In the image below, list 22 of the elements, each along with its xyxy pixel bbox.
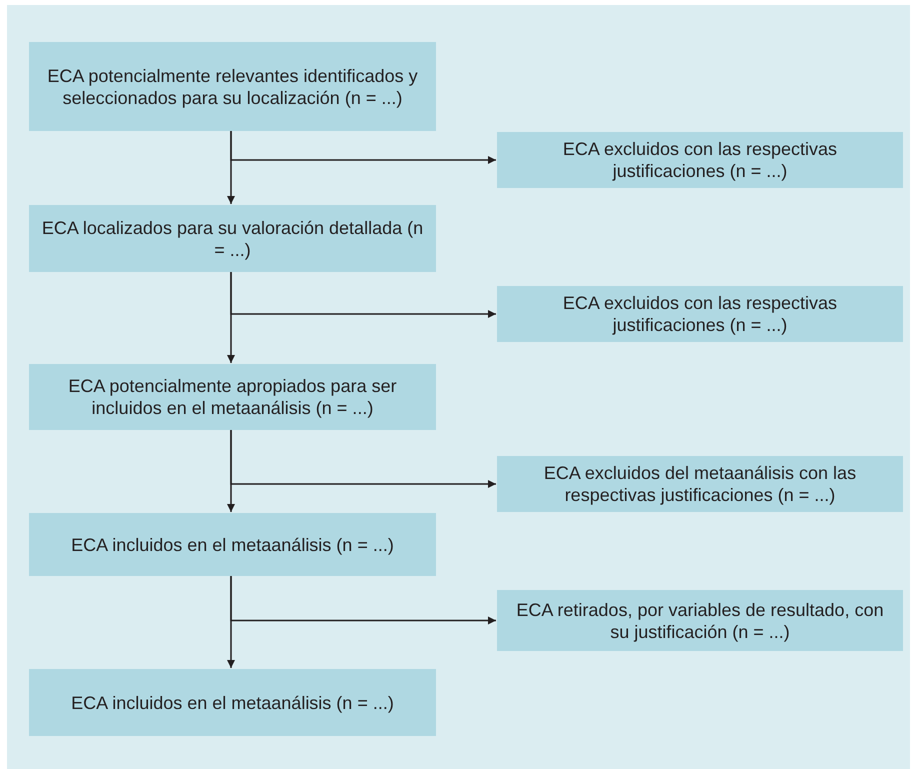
process-box [29,669,436,736]
process-box [497,456,903,512]
box-text: ECA excluidos con las respectivas justificaciones (n = ...) [562,138,838,182]
arrow [230,131,496,164]
process-box [497,286,903,342]
box-text: ECA potencialmente relevantes identificados y seleccionados para su localización (n = ...) [46,64,419,108]
process-box [497,590,903,651]
box-text: ECA incluidos en el metaanálisis (n = ...) [71,692,394,714]
box-text: ECA potencialmente apropiados para ser incluidos en el metaanálisis (n = ...) [67,375,398,419]
process-box [29,513,436,576]
box-text: ECA retirados, por variables de resultado, con su justificación (n = ...) [515,598,885,642]
box-text: ECA excluidos con las respectivas justificaciones (n = ...) [562,292,838,336]
arrow [230,272,496,318]
arrow [230,576,496,624]
process-box [497,132,903,188]
box-text: ECA incluidos en el metaanálisis (n = ...) [71,534,394,556]
box-text: ECA excluidos del metaanálisis con las respectivas justificaciones (n = ...) [542,462,858,506]
process-box [29,42,436,131]
box-text: ECA localizados para su valoración detallada (n = ...) [41,216,424,260]
process-box [29,205,436,272]
arrow [230,430,496,488]
process-box [29,364,436,430]
